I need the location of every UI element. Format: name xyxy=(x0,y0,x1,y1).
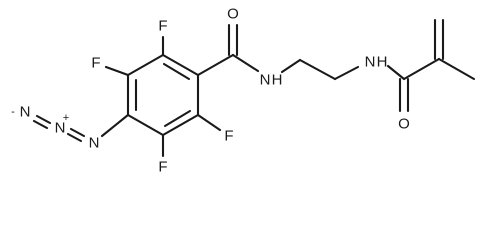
right-amide-nitrogen-label: N xyxy=(365,54,376,71)
methyl-bond xyxy=(437,57,476,81)
carbon-nitrogen-bond xyxy=(333,65,360,81)
carbonyl-nitrogen-bond xyxy=(231,53,260,73)
ring-inner-double-bond xyxy=(163,109,192,128)
right-carbonyl-oxygen-label: O xyxy=(398,116,410,133)
chemical-structure: F F F F N N + N - O N H N H O xyxy=(11,6,476,176)
ring-carbonyl-bond xyxy=(196,53,235,77)
right-amide-hydrogen-label: H xyxy=(377,54,388,71)
azide-nitrogen-2-label: N xyxy=(55,120,66,137)
azide-double-bond xyxy=(35,114,52,125)
ring-bond xyxy=(161,113,200,137)
left-amide-hydrogen-label: H xyxy=(272,72,283,89)
nitrogen-carbonyl-bond xyxy=(386,64,406,81)
benzene-ring xyxy=(126,53,200,137)
azide-negative-charge: - xyxy=(11,106,15,118)
ethylene-bond xyxy=(298,58,337,81)
ring-bond xyxy=(126,53,165,77)
c-f-bond xyxy=(104,65,130,77)
ring-bond xyxy=(161,53,200,77)
azide-nitrogen-1-label: N xyxy=(89,135,100,152)
ring-bond xyxy=(126,113,165,137)
fluorine-right-label: F xyxy=(224,128,233,145)
left-carbonyl-oxygen-label: O xyxy=(227,6,239,23)
azide-double-bond xyxy=(69,127,86,138)
azide-nitrogen-3-label: N xyxy=(20,104,31,121)
fluorine-bottom-label: F xyxy=(158,159,167,176)
fluorine-upper-left-label: F xyxy=(91,55,100,72)
azide-double-bond xyxy=(32,119,49,130)
fluorine-top-label: F xyxy=(158,18,167,35)
azide-double-bond xyxy=(66,132,83,143)
ring-azide-bond xyxy=(100,113,130,138)
nitrogen-carbon-bond xyxy=(280,58,302,74)
azide-positive-charge: + xyxy=(63,112,69,124)
carbonyl-alkene-bond xyxy=(402,57,441,81)
ring-inner-double-bond xyxy=(162,62,191,81)
c-f-bond xyxy=(196,113,222,132)
left-amide-nitrogen-label: N xyxy=(260,72,271,89)
